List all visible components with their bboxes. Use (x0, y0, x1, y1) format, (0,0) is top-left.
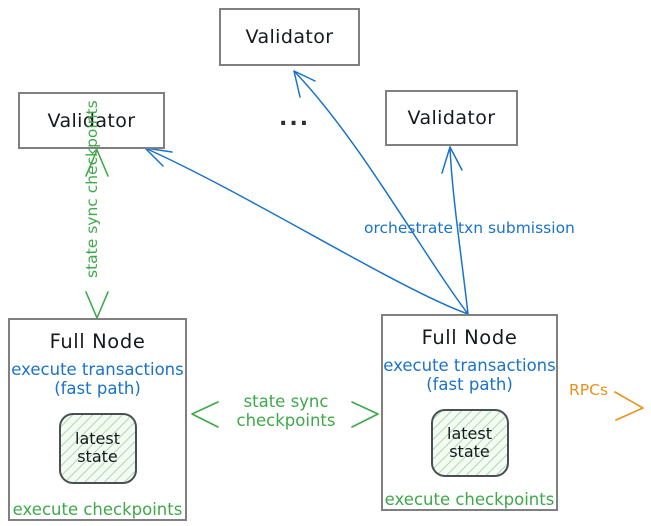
edge-label-state-sync-horizontal: state sync checkpoints (236, 392, 336, 431)
arrow-state-sync-horizontal (191, 401, 379, 428)
fullnode-right-title: Full Node (421, 326, 518, 349)
validator-node-left[interactable]: Validator (18, 92, 165, 149)
validator-right-label: Validator (407, 107, 496, 129)
edge-label-rpcs: RPCs (569, 381, 609, 399)
fullnode-right[interactable]: Full Node execute transactions (fast pat… (381, 314, 558, 511)
validator-node-top[interactable]: Validator (219, 8, 360, 66)
fullnode-left-latest-state-box: latest state (58, 412, 137, 484)
fullnode-right-latest-state-label: latest state (447, 423, 492, 461)
validator-node-right[interactable]: Validator (385, 90, 518, 146)
validator-top-label: Validator (245, 26, 334, 48)
arrow-state-sync-vertical (85, 149, 109, 319)
fullnode-left-execute-checkpoints: execute checkpoints (12, 500, 183, 519)
validator-left-label: Validator (47, 109, 136, 132)
fullnode-left-fast-path: execute transactions (fast path) (11, 360, 184, 399)
fullnode-left-title: Full Node (49, 330, 146, 353)
arrow-orchestrate-to-right-validator (441, 146, 469, 315)
fullnode-left[interactable]: Full Node execute transactions (fast pat… (8, 318, 187, 521)
edge-label-state-sync-vertical-line1: state sync checkpoints (83, 100, 101, 278)
validators-ellipsis: ... (279, 106, 311, 131)
arrow-orchestrate-to-top-validator (293, 70, 469, 315)
edge-label-orchestrate: orchestrate txn submission (364, 219, 575, 237)
fullnode-left-latest-state-label: latest state (75, 429, 120, 467)
fullnode-right-latest-state-box: latest state (430, 408, 509, 477)
arrow-rpcs (557, 391, 644, 421)
fullnode-right-fast-path: execute transactions (fast path) (383, 356, 556, 395)
fullnode-right-execute-checkpoints: execute checkpoints (384, 490, 555, 509)
